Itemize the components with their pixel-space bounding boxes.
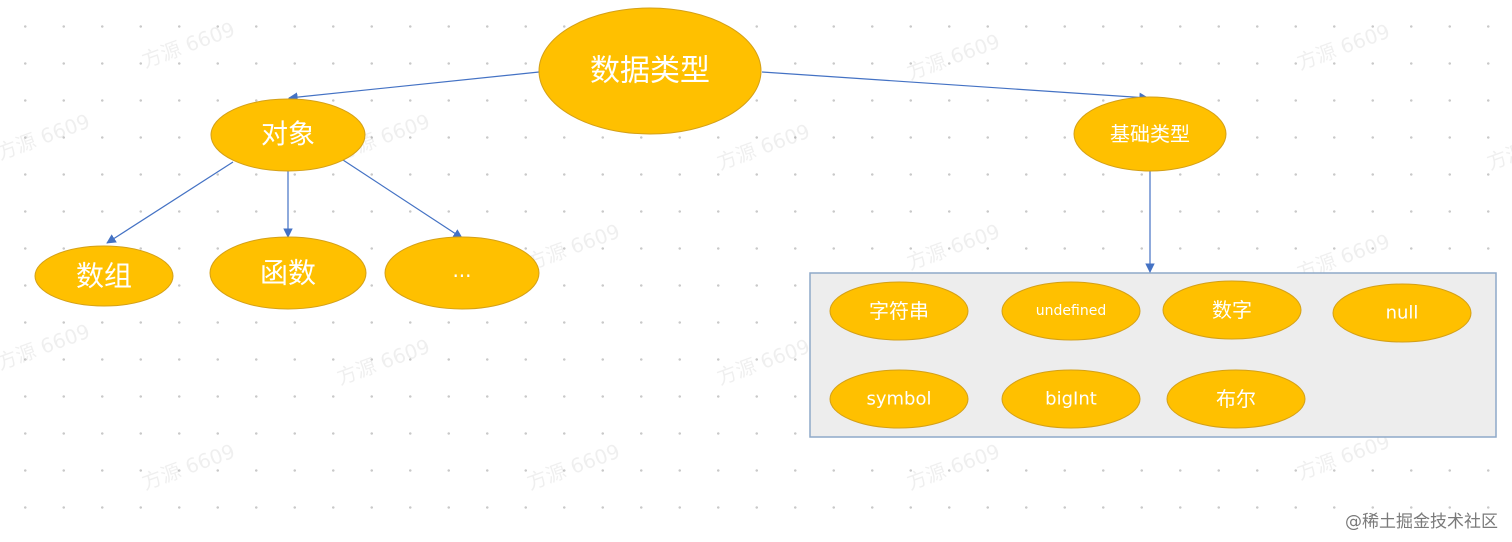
watermark: 方源 6609 (904, 439, 1004, 495)
node-more-label: ... (452, 258, 471, 282)
node-function: 函数 (209, 236, 367, 310)
watermark: 方源 6609 (334, 334, 434, 390)
node-more: ... (384, 236, 540, 310)
node-object-label: 对象 (261, 120, 315, 151)
node-root-label: 数据类型 (590, 54, 710, 89)
watermark: 方源 6609 (1484, 119, 1512, 175)
watermark: 方源 6609 (524, 439, 624, 495)
watermark: 方源 6609 (904, 219, 1004, 275)
node-string: 字符串 (829, 281, 969, 341)
node-object: 对象 (210, 98, 366, 172)
node-array: 数组 (34, 245, 174, 307)
node-undefined-label: undefined (1036, 303, 1106, 319)
watermark: 方源 6609 (0, 109, 93, 165)
watermark: 方源 6609 (524, 219, 624, 275)
node-root: 数据类型 (538, 7, 762, 135)
edge-object-array (106, 161, 234, 244)
watermark: 方源 6609 (0, 319, 93, 375)
node-number: 数字 (1162, 280, 1302, 340)
node-symbol: symbol (829, 369, 969, 429)
edge-root-object (288, 71, 540, 102)
node-function-label: 函数 (260, 257, 316, 290)
node-boolean: 布尔 (1166, 369, 1306, 429)
node-boolean-label: 布尔 (1216, 387, 1256, 411)
watermark: 方源 6609 (139, 17, 239, 73)
watermark: 方源 6609 (714, 334, 814, 390)
node-undefined: undefined (1001, 281, 1141, 341)
edge-object-more (342, 159, 463, 239)
node-primitive: 基础类型 (1073, 96, 1227, 172)
node-null-label: null (1386, 303, 1419, 324)
edge-root-primitive (761, 71, 1149, 103)
node-primitive-label: 基础类型 (1110, 122, 1190, 146)
nodes: 数据类型 对象 基础类型 数组 函数 ... 字符串 undefined (34, 7, 1472, 429)
node-string-label: 字符串 (869, 299, 929, 323)
node-array-label: 数组 (76, 260, 132, 293)
node-number-label: 数字 (1212, 298, 1252, 322)
node-null: null (1332, 283, 1472, 343)
watermark: 方源 6609 (904, 29, 1004, 85)
node-bigint-label: bigInt (1045, 389, 1097, 410)
node-bigint: bigInt (1001, 369, 1141, 429)
edges (106, 71, 1155, 273)
site-credit: @稀土掘金技术社区 (1345, 512, 1498, 532)
node-symbol-label: symbol (866, 389, 931, 410)
watermark: 方源 6609 (1294, 19, 1394, 75)
watermark: 方源 6609 (714, 119, 814, 175)
watermark: 方源 6609 (139, 439, 239, 495)
